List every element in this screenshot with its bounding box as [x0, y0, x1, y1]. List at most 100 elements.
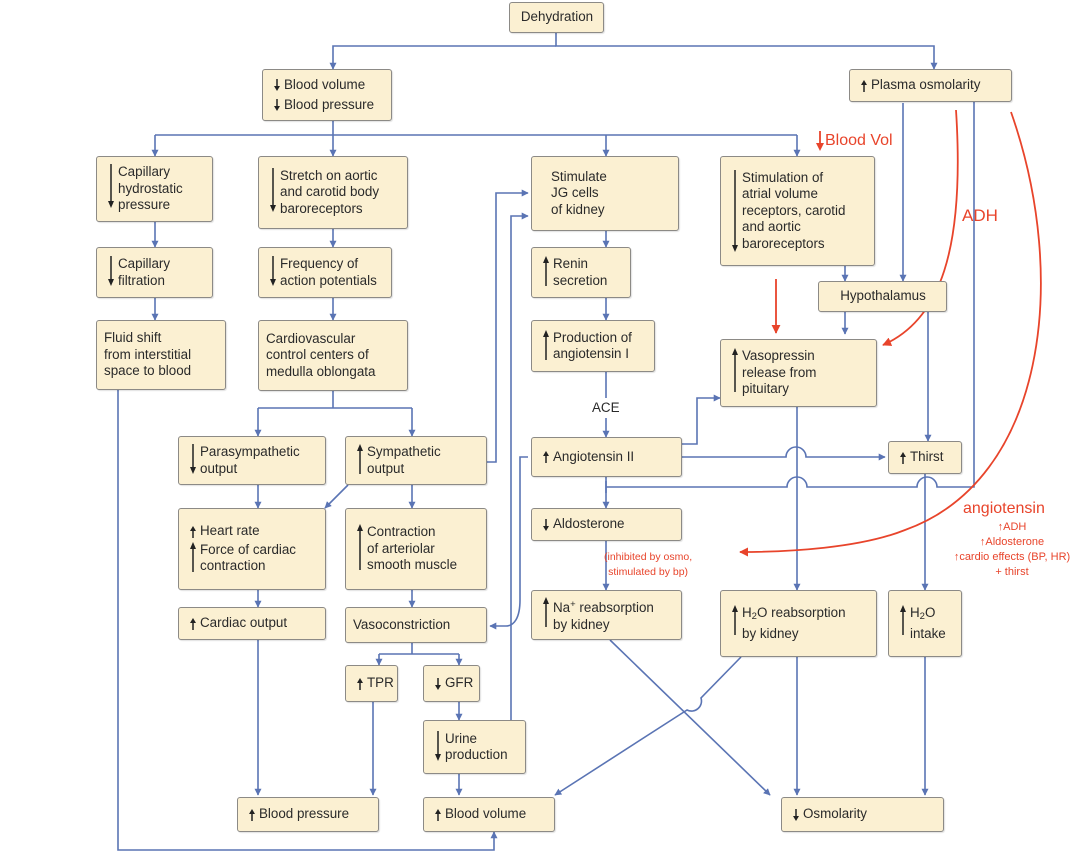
- tpr-label: TPR: [367, 675, 394, 691]
- capillary-hydrostatic-line: Capillary: [118, 164, 171, 180]
- up-arrow-icon: [857, 79, 871, 92]
- blood-vol-annotation: Blood Vol: [815, 131, 893, 151]
- down-arrow-icon: [270, 79, 284, 92]
- h2o-reabsorption-line: by kidney: [742, 625, 799, 641]
- cardiovascular-control-box: Cardiovascular control centers of medull…: [258, 320, 408, 391]
- fluid-shift-line: space to blood: [104, 363, 192, 379]
- angiotensin-effects-list: ↑ADH ↑Aldosterone ↑cardio effects (BP, H…: [942, 520, 1082, 580]
- dehydration-box: Dehydration: [509, 2, 604, 33]
- stimulate-jg-line: JG cells: [551, 185, 599, 201]
- heart-rate-line: contraction: [200, 558, 266, 574]
- up-arrow-icon: [186, 525, 200, 538]
- reabsorption-text: reabsorption: [575, 600, 654, 615]
- angiotensin-effect-text: Aldosterone: [985, 536, 1045, 548]
- angiotensin-effect-text: ADH: [1003, 521, 1027, 533]
- urine-production-box: Urine production: [423, 720, 526, 774]
- down-arrow-icon: [789, 808, 803, 821]
- up-arrow-icon: [539, 451, 553, 463]
- contraction-box: Contraction of arteriolar smooth muscle: [345, 508, 487, 590]
- sympathetic-line: Sympathetic: [367, 444, 441, 459]
- aldosterone-note-line: stimulated by bp): [608, 566, 689, 578]
- angiotensin-effect-text: cardio effects (BP, HR): [959, 551, 1071, 563]
- red-up-arrow-icon: ↑: [953, 551, 960, 563]
- red-down-arrow-icon: [815, 131, 825, 151]
- angiotensin-i-box: Production of angiotensin I: [531, 320, 655, 372]
- aldosterone-label: Aldosterone: [553, 516, 625, 532]
- blood-pressure-outcome-label: Blood pressure: [259, 806, 350, 822]
- parasympathetic-box: Parasympathetic output: [178, 436, 326, 485]
- reabsorption-text: O reabsorption: [756, 605, 846, 620]
- h2o-intake-line: intake: [910, 625, 946, 641]
- contraction-line: smooth muscle: [367, 557, 458, 573]
- renin-line: secretion: [553, 272, 608, 288]
- contraction-line: Contraction: [367, 524, 436, 540]
- stretch-line: and carotid body: [280, 184, 380, 200]
- stretch-line: Stretch on aortic: [280, 167, 378, 183]
- up-arrow-icon: [896, 605, 910, 642]
- parasympathetic-line: Parasympathetic: [200, 444, 300, 459]
- fluid-shift-line: Fluid shift: [104, 330, 162, 346]
- na-symbol: Na: [553, 600, 571, 615]
- h2o-reabsorption-line: H2O reabsorption: [742, 605, 846, 626]
- cardiac-output-box: Cardiac output: [178, 607, 326, 640]
- gfr-box: GFR: [423, 665, 480, 702]
- thirst-box: Thirst: [888, 441, 962, 474]
- atrial-receptors-box: Stimulation of atrial volume receptors, …: [720, 156, 875, 266]
- down-arrow-icon: [266, 167, 280, 218]
- sympathetic-line: output: [367, 460, 405, 476]
- angiotensin-effect-item: ↑ADH: [942, 520, 1082, 535]
- osmolarity-outcome-label: Osmolarity: [803, 806, 867, 822]
- aldosterone-note: (inhibited by osmo, stimulated by bp): [604, 550, 692, 580]
- h2o-intake-box: H2O intake: [888, 590, 962, 657]
- plus-superscript: +: [570, 599, 576, 610]
- angiotensin-effect-item: ↑cardio effects (BP, HR): [942, 550, 1082, 565]
- hypothalamus-label: Hypothalamus: [840, 288, 926, 304]
- angiotensin-annotation: angiotensin: [963, 500, 1045, 517]
- renin-line: Renin: [553, 256, 588, 271]
- up-arrow-icon: [245, 808, 259, 821]
- stretch-baroreceptors-box: Stretch on aortic and carotid body baror…: [258, 156, 408, 229]
- vasopressin-box: Vasopressin release from pituitary: [720, 339, 877, 407]
- sympathetic-box: Sympathetic output: [345, 436, 487, 485]
- gfr-label: GFR: [445, 675, 474, 691]
- down-arrow-icon: [266, 256, 280, 289]
- blood-vol-annotation-text: Blood Vol: [825, 132, 893, 149]
- heart-rate-box: Heart rate Force of cardiac contraction: [178, 508, 326, 590]
- down-arrow-icon: [728, 169, 742, 253]
- contraction-line: of arteriolar: [367, 540, 435, 556]
- capillary-filtration-line: Capillary: [118, 256, 171, 271]
- angiotensin-ii-box: Angiotensin II: [531, 437, 682, 477]
- plasma-osmolarity-label: Plasma osmolarity: [871, 77, 981, 93]
- down-arrow-icon: [539, 518, 553, 531]
- angiotensin-effect-item: + thirst: [995, 566, 1029, 578]
- angiotensin-effect-item: ↑Aldosterone: [942, 535, 1082, 550]
- frequency-ap-line: action potentials: [280, 272, 377, 288]
- blood-pressure-outcome-box: Blood pressure: [237, 797, 379, 832]
- atrial-receptors-line: and aortic: [742, 219, 801, 235]
- heart-rate-line: Force of cardiac: [200, 541, 297, 557]
- up-arrow-icon: [186, 617, 200, 630]
- osmolarity-outcome-box: Osmolarity: [781, 797, 944, 832]
- h2o-intake-line: H2O: [910, 605, 946, 626]
- up-arrow-icon: [353, 524, 367, 574]
- adh-annotation: ADH: [962, 206, 998, 225]
- up-arrow-icon: [728, 348, 742, 398]
- h-symbol: H: [910, 605, 920, 620]
- up-arrow-icon: [353, 677, 367, 690]
- parasympathetic-line: output: [200, 460, 238, 476]
- down-arrow-icon: [431, 677, 445, 690]
- thirst-label: Thirst: [910, 449, 944, 465]
- red-up-arrow-icon: ↑: [997, 521, 1004, 533]
- blood-volume-outcome-label: Blood volume: [445, 806, 527, 822]
- down-arrow-icon: [270, 98, 284, 111]
- urine-production-line: production: [445, 747, 508, 762]
- capillary-filtration-line: filtration: [118, 272, 165, 288]
- na-reabsorption-line: by kidney: [553, 616, 610, 632]
- h2o-reabsorption-box: H2O reabsorption by kidney: [720, 590, 877, 657]
- up-arrow-icon: [353, 444, 367, 477]
- stimulate-jg-line: of kidney: [551, 201, 605, 217]
- frequency-ap-line: Frequency of: [280, 256, 359, 271]
- down-arrow-icon: [104, 256, 118, 289]
- capillary-hydrostatic-box: Capillary hydrostatic pressure: [96, 156, 213, 222]
